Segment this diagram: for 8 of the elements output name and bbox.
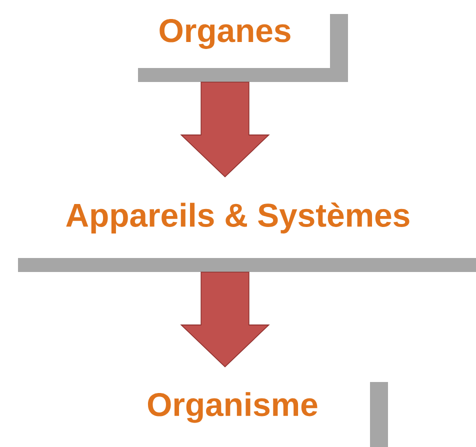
title-box: Organisme [95, 368, 370, 447]
title-box: Appareils & Systèmes [0, 178, 476, 258]
node-label: Organisme [148, 392, 318, 423]
title-box: Organes [120, 0, 330, 68]
down-arrow [180, 82, 270, 178]
down-arrow [180, 272, 270, 368]
node-label: Appareils & Systèmes [66, 202, 410, 234]
node-label: Organes [160, 19, 290, 49]
